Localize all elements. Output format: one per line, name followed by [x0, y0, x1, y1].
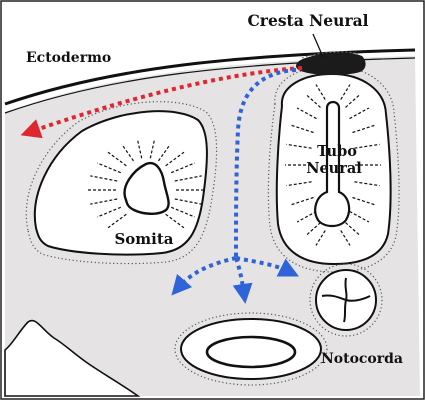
- label-ectodermo: Ectodermo: [26, 50, 111, 66]
- label-notocorda: Notocorda: [321, 351, 403, 367]
- label-somita: Somita: [114, 230, 173, 248]
- label-tubo: Tubo: [317, 143, 357, 160]
- vessel-lumen: [207, 337, 295, 367]
- label-cresta-neural: Cresta Neural: [247, 11, 368, 30]
- label-neural: Neural: [306, 160, 362, 177]
